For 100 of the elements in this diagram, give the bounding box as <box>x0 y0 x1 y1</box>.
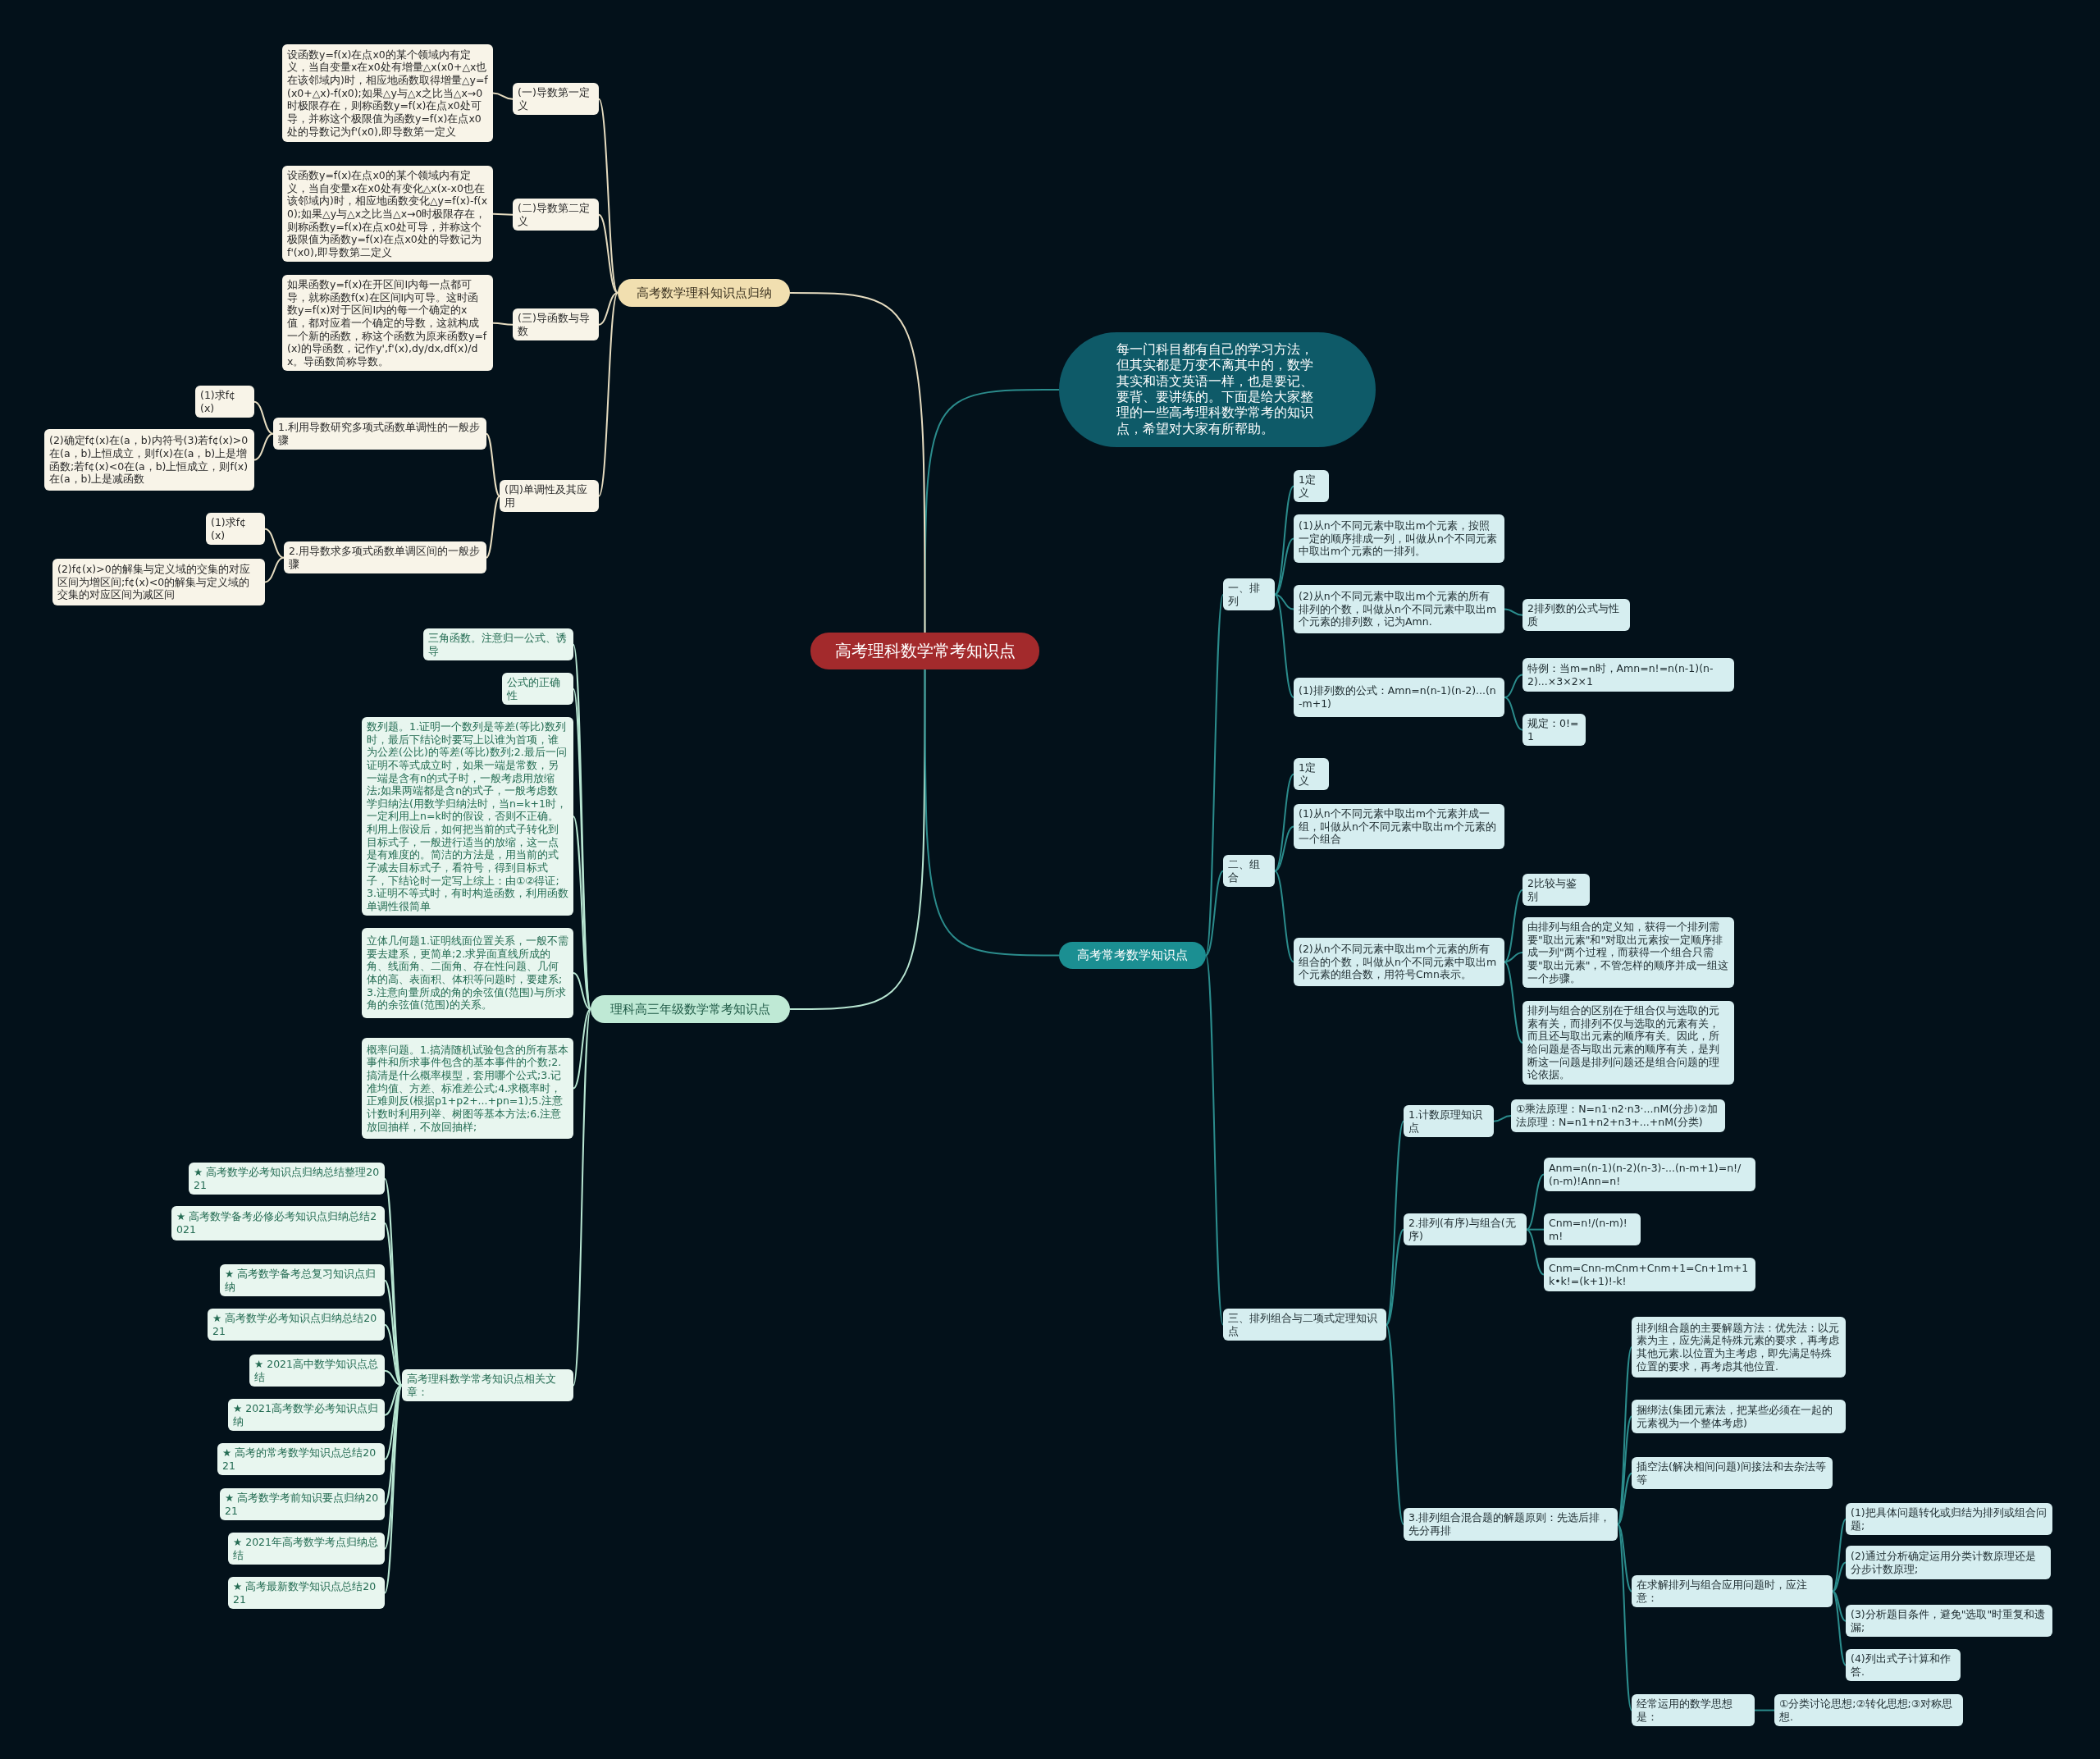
connector-line <box>384 1369 403 1387</box>
topic-box: (三)导函数与导数 <box>513 308 599 341</box>
topic-box: 插空法(解决相间问题)间接法和去杂法等等 <box>1632 1457 1833 1490</box>
topic-box: (2)从n个不同元素中取出m个元素的所有组合的个数，叫做从n个不同元素中取出m个元素的组合数，用符号Cmn表示。 <box>1294 938 1504 986</box>
topic-box: (1)求f¢(x) <box>195 386 254 418</box>
connector-line <box>253 432 274 461</box>
topic-box: (1)把具体问题转化或归结为排列或组合问题; <box>1846 1503 2052 1536</box>
connector-line <box>384 1323 403 1387</box>
connector-line <box>598 292 619 326</box>
topic-box: (4)列出式子计算和作答. <box>1846 1649 1961 1682</box>
connector-line <box>1617 1524 1632 1711</box>
connector-line <box>492 322 514 326</box>
topic-box: ★ 高考数学备考必修必考知识点归纳总结2021 <box>171 1206 385 1240</box>
topic-box: 3.排列组合混合题的解题原则：先选后排，先分再排 <box>1404 1508 1618 1541</box>
topic-box: (2)通过分析确定运用分类计数原理还是分步计数原理; <box>1846 1546 2051 1579</box>
topic-box: 捆绑法(集团元素法，把某些必须在一起的元素视为一个整体考虑) <box>1632 1400 1846 1433</box>
topic-box: ★ 高考的常考数学知识点总结2021 <box>217 1443 385 1476</box>
topic-box: ①分类讨论思想;②转化思想;③对称思想. <box>1774 1694 1963 1727</box>
topic-box: Anm=n(n-1)(n-2)(n-3)-...(n-m+1)=n!/(n-m)!Ann=n! <box>1544 1158 1755 1191</box>
connector-line <box>1832 1561 1847 1592</box>
connector-line <box>573 816 591 1010</box>
topic-box: (1)求f¢(x) <box>206 513 265 546</box>
topic-box: 三角函数。注意归一公式、诱导 <box>423 628 573 661</box>
topic-box: (2)从n个不同元素中取出m个元素的所有排列的个数，叫做从n个不同元素中取出m个元素的排列数，记为Amn. <box>1294 585 1504 633</box>
branch-topic-box: 高考常考数学知识点 <box>1059 942 1206 969</box>
topic-box: (四)单调性及其应用 <box>500 480 599 513</box>
topic-box: (一)导数第一定义 <box>513 83 599 116</box>
topic-box: 公式的正确性 <box>502 673 573 706</box>
topic-box: 概率问题。1.搞清随机试验包含的所有基本事件和所求事件包含的基本事件的个数;2.搞清是什么概率模型，套用哪个公式;3.记准均值、方差、标准差公式;4.求概率时，正难则反(根据p1+p2+...+pn=1);5.注意计数时利用列举、树图等基本方法;6.注意放回抽样，不放回抽样; <box>362 1038 573 1139</box>
branch-topic-box: 高考数学理科知识点归纳 <box>618 279 790 307</box>
connector-line <box>924 669 1060 957</box>
connector-line <box>1205 870 1224 957</box>
topic-box: 三、排列组合与二项式定理知识点 <box>1223 1309 1386 1341</box>
topic-box: (1)排列数的公式：Amn=n(n-1)(n-2)...(n-m+1) <box>1294 678 1504 717</box>
connector-line <box>1504 961 1523 1044</box>
connector-line <box>1526 1228 1545 1276</box>
topic-box: 由排列与组合的定义知，获得一个排列需要"取出元素"和"对取出元素按一定顺序排成一列"两个过程，而获得一个组合只需要"取出元素"，不管怎样的顺序并成一组这一个步骤。 <box>1522 917 1734 989</box>
topic-box: 设函数y=f(x)在点x0的某个领域内有定义，当自变量x在x0处有变化△x(x-x0也在该邻域内)时，相应地函数变化△y=f(x)-f(x0);如果△y与△x之比当△x→0时极限存在，则称函数y=f(x)在点x0处可导，并称这个极限值为函数y=f(x)在点x0处的导数记为f'(x0),即导数第二定义 <box>282 166 493 263</box>
topic-box: 二、组合 <box>1223 855 1275 888</box>
topic-box: 在求解排列与组合应用问题时，应注意： <box>1632 1575 1833 1608</box>
connector-line <box>598 213 619 294</box>
topic-box: 规定：0!=1 <box>1522 714 1586 747</box>
connector-line <box>1386 1228 1404 1326</box>
connector-line <box>1526 1173 1545 1231</box>
topic-box: 2.用导数求多项式函数单调区间的一般步骤 <box>284 541 486 574</box>
connector-line <box>1274 593 1294 698</box>
connector-line <box>1617 1524 1632 1592</box>
connector-line <box>573 1008 591 1387</box>
topic-box: 排列组合题的主要解题方法：优先法：以元素为主，应先满足特殊元素的要求，再考虑其他元素.以位置为主考虑，即先满足特殊位置的要求，再考虑其他位置. <box>1632 1317 1846 1378</box>
connector-line <box>486 495 500 559</box>
topic-box: 1.利用导数研究多项式函数单调性的一般步骤 <box>273 418 486 450</box>
topic-box: 经常运用的数学思想是： <box>1632 1694 1755 1727</box>
connector-line <box>492 92 514 100</box>
connector-line <box>486 432 500 497</box>
connector-line <box>598 98 619 294</box>
topic-box: 排列与组合的区别在于组合仅与选取的元素有关，而排列不仅与选取的元素有关，而且还与取出元素的顺序有关。因此，所给问题是否与取出元素的顺序有关，是判断这一问题是排列问题还是组合问题的理论依据。 <box>1522 1001 1734 1085</box>
topic-box: 1定义 <box>1294 470 1329 503</box>
connector-line <box>384 1384 403 1416</box>
connector-line <box>1754 1709 1775 1711</box>
topic-box: 特例：当m=n时，Amn=n!=n(n-1)(n-2)...×3×2×1 <box>1522 658 1734 692</box>
connector-line <box>1832 1518 1847 1592</box>
topic-box: 高考理科数学常考知识点相关文章： <box>402 1369 573 1402</box>
connector-line <box>1504 608 1523 616</box>
topic-box: ★ 2021年高考数学考点归纳总结 <box>228 1533 385 1565</box>
topic-box: ①乘法原理：N=n1·n2·n3·...nM(分步)②加法原理：N=n1+n2+n3+...+nM(分类) <box>1511 1099 1725 1132</box>
topic-box: 2排列数的公式与性质 <box>1522 599 1630 632</box>
topic-box: ★ 2021高中数学知识点总结 <box>249 1355 385 1387</box>
topic-box: ★ 高考数学考前知识要点归纳2021 <box>220 1488 385 1521</box>
connector-line <box>1617 1472 1632 1525</box>
connector-line <box>264 528 285 559</box>
topic-box: ★ 高考数学必考知识点归纳总结2021 <box>208 1309 385 1341</box>
connector-line <box>1504 697 1523 731</box>
topic-box: 2.排列(有序)与组合(无序) <box>1404 1213 1527 1246</box>
topic-box: ★ 高考数学备考总复习知识点归纳 <box>220 1264 385 1297</box>
connector-line <box>1504 674 1523 698</box>
central-topic-box: 高考理科数学常考知识点 <box>810 633 1039 669</box>
connector-line <box>492 212 514 216</box>
topic-box: 如果函数y=f(x)在开区间I内每一点都可导，就称函数f(x)在区间I内可导。这时函数y=f(x)对于区间I内的每一个确定的x值，都对应着一个确定的导数，这就构成一个新的函数，称这个函数为原来函数y=f(x)的导函数，记作y',f'(x),dy/dx,df(x)/dx。导函数简称导数。 <box>282 275 493 372</box>
topic-box: ★ 高考数学必考知识点归纳总结整理2021 <box>189 1163 385 1195</box>
topic-box: (3)分析题目条件，避免"选取"时重复和遗漏; <box>1846 1605 2052 1638</box>
connector-line <box>1504 952 1523 963</box>
topic-box: 1.计数原理知识点 <box>1404 1105 1494 1138</box>
connector-line <box>924 389 1060 633</box>
connector-line <box>573 972 591 1010</box>
connector-line <box>1386 1323 1404 1525</box>
connector-line <box>1274 485 1294 596</box>
connector-line <box>789 669 926 1010</box>
connector-line <box>1274 593 1294 610</box>
topic-box: 2比较与鉴别 <box>1522 874 1590 907</box>
topic-box: Cnm=n!/(n-m)!m! <box>1544 1213 1641 1246</box>
connector-line <box>1274 825 1294 872</box>
topic-box: (二)导数第二定义 <box>513 199 599 231</box>
connector-line <box>1832 1590 1847 1622</box>
connector-line <box>253 400 274 435</box>
topic-box: (2)确定f¢(x)在(a，b)内符号(3)若f¢(x)>0在(a，b)上恒成立，则f(x)在(a，b)上是增函数;若f¢(x)<0在(a，b)上恒成立，则f(x)在(a，b)上是减函数 <box>44 429 254 491</box>
connector-line <box>598 292 619 497</box>
topic-box: (1)从n个不同元素中取出m个元素，按照一定的顺序排成一列，叫做从n个不同元素中取出m个元素的一排列。 <box>1294 514 1504 563</box>
connector-line <box>789 292 926 633</box>
topic-box: 立体几何题1.证明线面位置关系，一般不需要去建系，更简单;2.求异面直线所成的角、线面角、二面角、存在性问题、几何体的高、表面积、体积等问题时，要建系;3.注意向量所成的角的余弦值(范围)与所求角的余弦值(范围)的关系。 <box>362 928 573 1018</box>
connector-line <box>1274 870 1294 963</box>
